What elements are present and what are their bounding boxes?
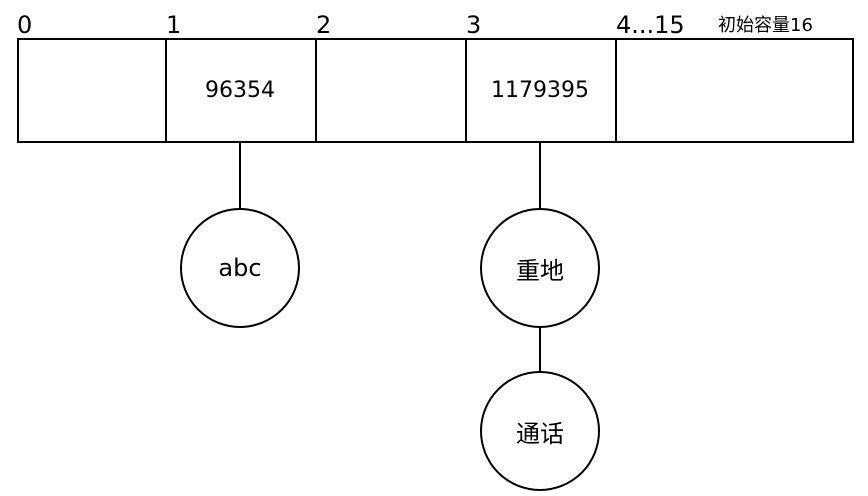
- list-node-abc: abc: [180, 208, 300, 328]
- bucket-cell-3: 1179395: [465, 38, 617, 143]
- bucket-cell-1: 96354: [165, 38, 317, 143]
- node-label: abc: [218, 254, 262, 282]
- connector-node1-node2: [539, 328, 541, 372]
- index-label-2: 2: [316, 11, 332, 39]
- node-label: 重地: [516, 256, 564, 285]
- index-label-1: 1: [166, 11, 182, 39]
- index-label-3: 3: [466, 11, 482, 39]
- index-label-4-15: 4...15: [616, 11, 685, 39]
- connector-bucket3-node1: [539, 143, 541, 209]
- bucket-cell-2: [315, 38, 467, 143]
- capacity-label: 初始容量16: [718, 15, 813, 36]
- bucket-cell-4-15: [615, 38, 854, 143]
- node-label: 通话: [516, 419, 564, 448]
- list-node-zhongdi: 重地: [480, 208, 600, 328]
- bucket-cell-0: [17, 38, 167, 143]
- bucket-value: 1179395: [491, 78, 589, 103]
- index-label-0: 0: [17, 11, 33, 39]
- list-node-tonghua: 通话: [480, 371, 600, 491]
- connector-bucket1-node1: [239, 143, 241, 209]
- bucket-value: 96354: [205, 78, 275, 103]
